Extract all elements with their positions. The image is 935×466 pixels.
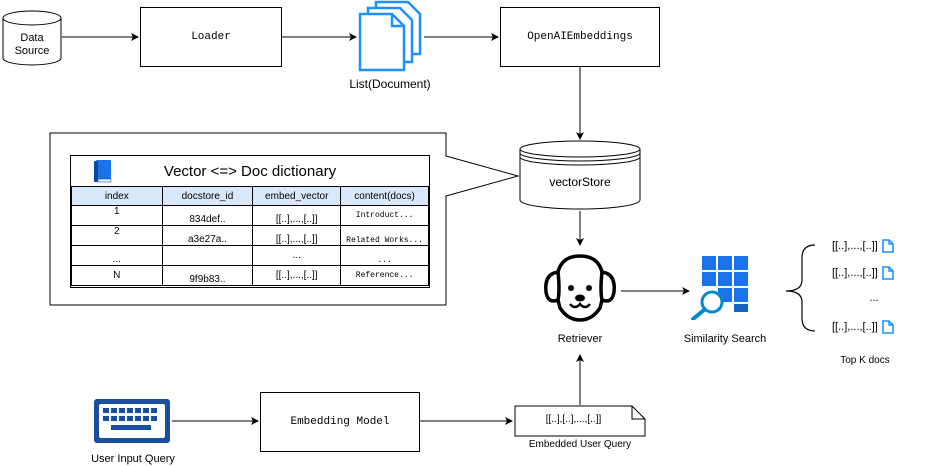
vector-doc-table: Vector <=> Doc dictionary index docstore… [70, 155, 430, 288]
data-source-label-2: Source [14, 45, 50, 57]
top-k-value: [[..],...,[..]] [832, 240, 878, 252]
cell: Related Works... [340, 225, 429, 246]
header-embed-vector: embed_vector [252, 186, 342, 206]
embedding-model-label: Embedding Model [290, 416, 390, 428]
file-icon [882, 320, 894, 334]
table-row: 1 834def.. [[..],...,[..]] Introduct... [71, 205, 429, 226]
top-k-item: [[..],...,[..]] [832, 320, 894, 334]
top-k-ellipsis: ... [869, 292, 879, 304]
data-source-node: Data Source [2, 10, 62, 66]
file-icon [882, 266, 894, 280]
cell: Reference... [340, 265, 429, 286]
header-index: index [71, 186, 163, 206]
cell: 2 [71, 225, 163, 246]
data-source-label-1: Data [20, 32, 44, 44]
top-k-value: [[..],...,[..]] [832, 267, 878, 279]
header-docstore-id: docstore_id [161, 186, 254, 206]
vector-store-label: vectorStore [549, 175, 611, 189]
top-k-value: [[..],...,[..]] [832, 321, 878, 333]
table-row: N 9f9b83.. [[..],...,[..]] Reference... [71, 265, 429, 286]
cell: [[..],...,[..]] [252, 205, 342, 226]
cell: a3e27a.. [161, 225, 254, 246]
cell: ... [340, 245, 429, 266]
cell: ... [71, 245, 163, 266]
top-k-item: [[..],...,[..]] [832, 266, 894, 280]
embedding-model-node: Embedding Model [260, 392, 420, 452]
openai-embeddings-node: OpenAIEmbeddings [500, 7, 660, 67]
cell: 1 [71, 205, 163, 226]
cell: N [71, 265, 163, 286]
book-icon [91, 159, 115, 183]
cell: Introduct... [340, 205, 429, 226]
header-content: content(docs) [340, 186, 429, 206]
top-k-brace [785, 244, 816, 332]
openai-embeddings-label: OpenAIEmbeddings [527, 31, 633, 43]
table-row: 2 a3e27a.. [[..],...,[..]] Related Works… [71, 225, 429, 246]
loader-label: Loader [191, 31, 231, 43]
similarity-search-label: Similarity Search [683, 333, 767, 345]
top-k-label: Top K docs [840, 355, 890, 366]
vector-store-node: vectorStore [519, 140, 641, 211]
table-header-row: index docstore_id embed_vector content(d… [71, 186, 429, 206]
cell: [[..],...,[..]] [252, 225, 342, 246]
cell: ... [252, 245, 342, 266]
loader-node: Loader [140, 7, 282, 67]
grid-search-icon [690, 256, 762, 321]
top-k-item: [[..],...,[..]] [832, 239, 894, 253]
table-title: Vector <=> Doc dictionary [163, 162, 337, 180]
cell [161, 245, 254, 266]
cell: 9f9b83.. [161, 265, 254, 286]
document-stack-icon [358, 0, 424, 72]
cell: [[..],...,[..]] [252, 265, 342, 286]
retriever-label: Retriever [557, 333, 603, 345]
dog-icon [540, 252, 620, 324]
embedded-query-value: [[..],[..],...,[..]] [545, 414, 602, 425]
user-input-query-label: User Input Query [91, 453, 175, 465]
table-row: ... ... ... [71, 245, 429, 266]
embedded-user-query-label: Embedded User Query [528, 439, 632, 450]
keyboard-icon [92, 397, 172, 445]
embedded-query-shape [514, 405, 646, 437]
list-document-label: List(Document) [349, 77, 431, 91]
cell: 834def.. [161, 205, 254, 226]
file-icon [882, 239, 894, 253]
